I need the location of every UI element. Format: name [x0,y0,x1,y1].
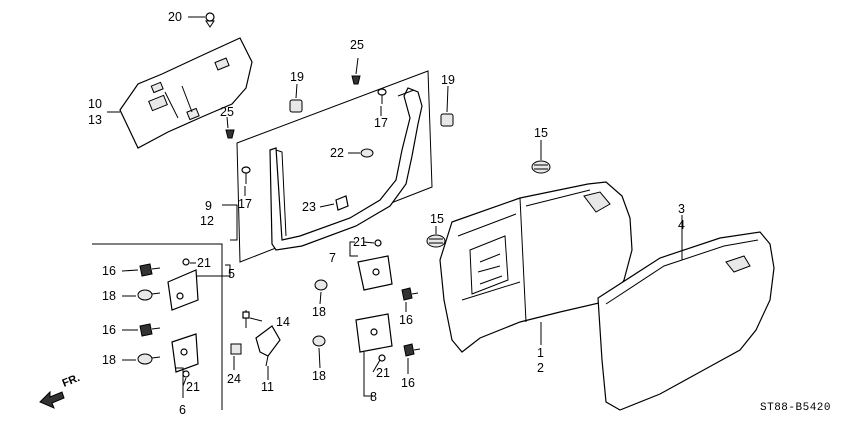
callout-3: 3 [678,202,685,216]
clip-22 [360,148,374,158]
callout-21-upper-right: 21 [353,235,367,249]
callout-10: 10 [88,97,102,111]
callout-19-right: 19 [441,73,455,87]
callout-15-lower: 15 [430,212,444,226]
callout-1: 1 [537,346,544,360]
direction-label: FR. [61,372,82,390]
callout-7: 7 [329,251,336,265]
callout-12: 12 [200,214,214,228]
bolt-16-c [401,287,419,301]
callout-23: 23 [302,200,316,214]
callout-16-d: 16 [401,376,415,390]
bolt-18-c [314,279,328,291]
door-sheet [119,37,253,149]
callout-11: 11 [261,380,274,394]
callout-16-b: 16 [102,323,116,337]
clip-17-right [377,88,387,104]
callout-21-lower-right: 21 [376,366,390,380]
front-direction-arrow-icon [39,390,65,409]
weatherstrip-panel [236,70,433,263]
callout-16-a: 16 [102,264,116,278]
callout-9: 9 [205,199,212,213]
bolt-24 [230,343,242,355]
pin-14 [242,310,250,328]
callout-17-left: 17 [238,197,252,211]
lower-hinge-8 [355,313,393,362]
upper-hinge-7 [357,239,393,291]
callout-18-a: 18 [102,289,116,303]
callout-19-left: 19 [290,70,304,84]
upper-hinge-5 [167,258,199,311]
clip-20 [205,12,215,28]
callout-8: 8 [370,390,377,404]
clip-25-upper [351,75,361,85]
door-skin [597,231,775,411]
leader-lines [107,16,683,398]
clip-25-lower [225,129,235,139]
bolt-16-b [139,323,161,337]
callout-18-c: 18 [312,305,326,319]
callout-18-b: 18 [102,353,116,367]
callout-24: 24 [227,372,241,386]
lower-hinge-6 [171,333,199,378]
callouts: 20 10 13 25 25 19 19 17 17 22 23 9 12 15… [88,10,685,417]
grommet-15-lower [426,234,446,248]
check-link-11 [255,325,281,367]
bolt-18-d [312,335,326,347]
clip-19-right [440,113,454,127]
callout-6: 6 [179,403,186,417]
clip-23 [335,195,349,211]
callout-18-d: 18 [312,369,326,383]
callout-25-upper: 25 [350,38,364,52]
reference-code: ST88-B5420 [760,402,831,414]
bolt-16-d [403,343,421,357]
section-boundary [92,243,223,410]
callout-5: 5 [228,267,235,281]
grommet-15-upper [531,160,551,174]
callout-22: 22 [330,146,344,160]
callout-4: 4 [678,218,685,232]
callout-21-upper-left: 21 [197,256,211,270]
bolt-16-a [139,263,161,277]
clip-19-left [289,99,303,113]
callout-17-right: 17 [374,116,388,130]
callout-25-lower: 25 [220,105,234,119]
callout-15-upper: 15 [534,126,548,140]
callout-16-c: 16 [399,313,413,327]
callout-20: 20 [168,10,182,24]
callout-14: 14 [276,315,290,329]
callout-2: 2 [537,361,544,375]
bolt-18-b [137,353,161,365]
bolt-18-a [137,289,161,301]
clip-17-left [241,166,251,184]
callout-13: 13 [88,113,102,127]
callout-21-lower-left: 21 [186,380,200,394]
